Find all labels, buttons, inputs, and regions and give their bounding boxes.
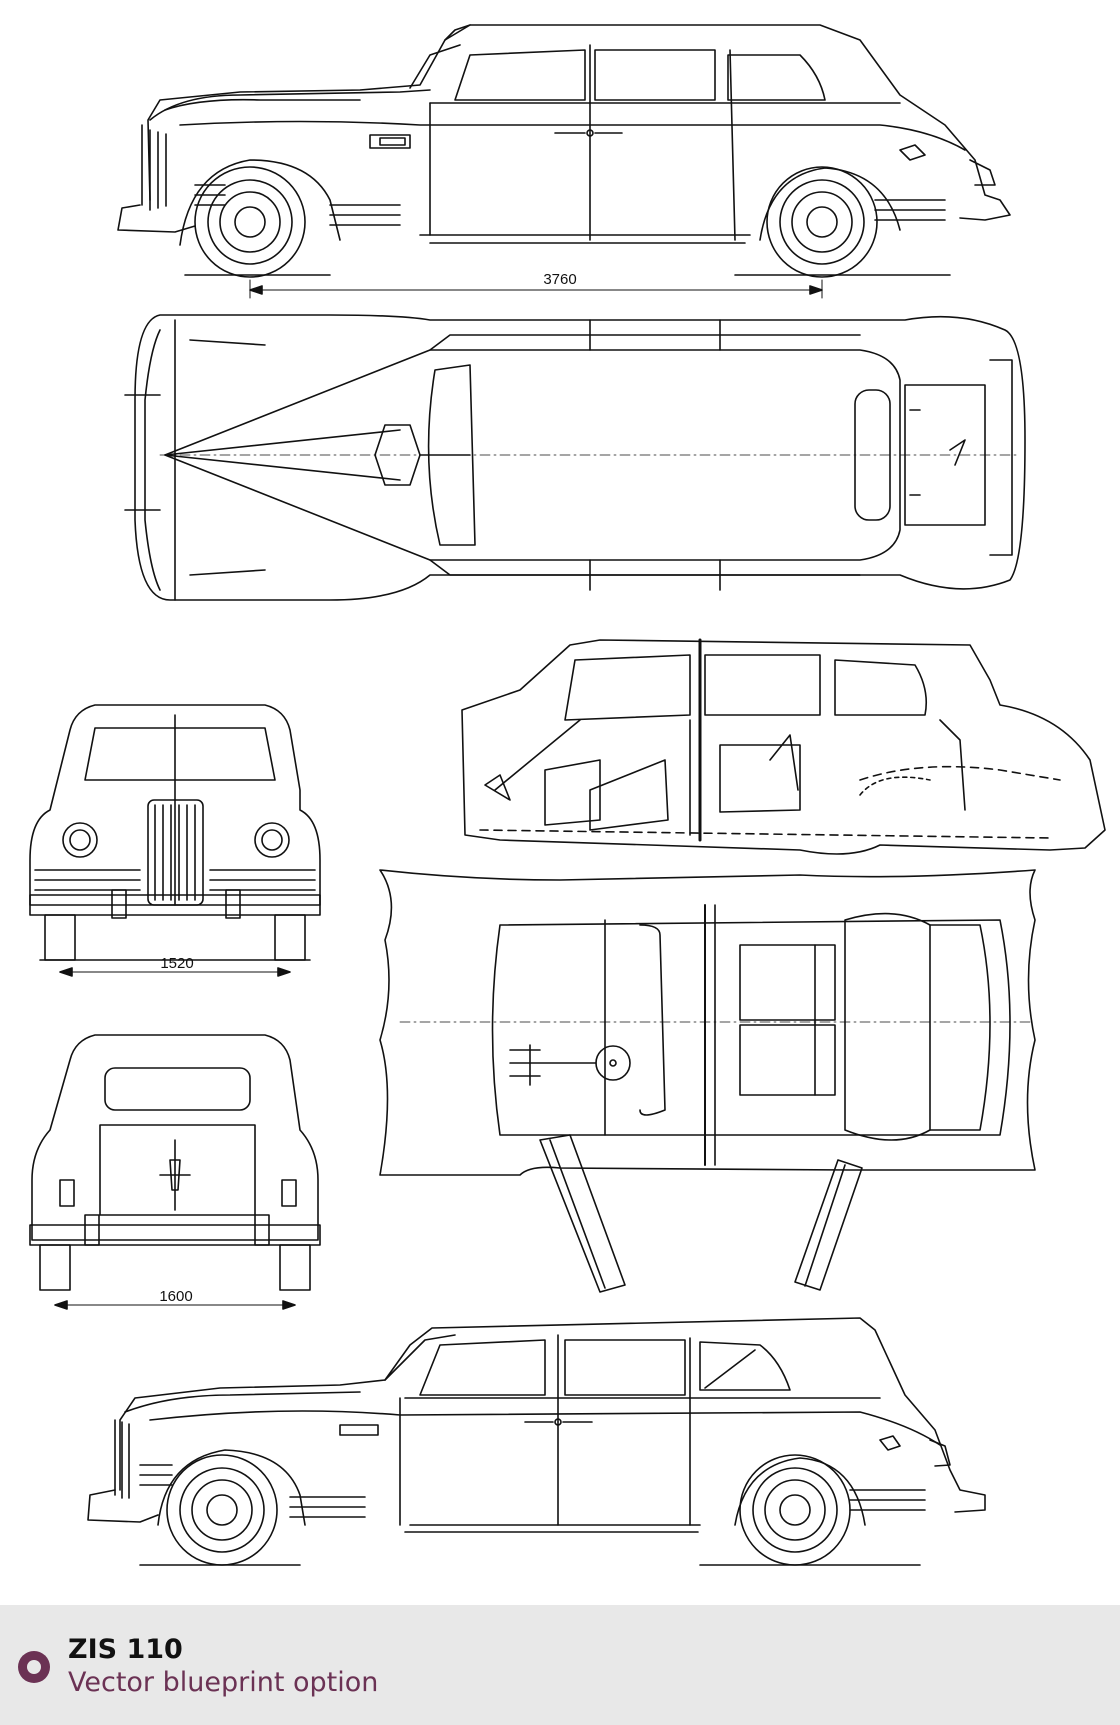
rear-track-dimension-label: 1600: [159, 1288, 192, 1305]
cutaway-interior-view: [461, 638, 1106, 855]
ring-icon: [18, 1651, 50, 1683]
side-view-bottom: [87, 1317, 986, 1566]
top-view: [124, 314, 1026, 601]
caption-bar: ZIS 110 Vector blueprint option: [0, 1605, 1120, 1725]
rear-view: [29, 1034, 321, 1310]
front-view: [29, 704, 321, 977]
car-blueprint-drawing: 3760: [29, 24, 1106, 1566]
floor-plan-view: [379, 869, 1036, 1293]
front-track-dimension-label: 1520: [160, 955, 193, 972]
caption-subtitle[interactable]: Vector blueprint option: [68, 1667, 379, 1698]
wheelbase-dimension-label: 3760: [543, 271, 576, 288]
caption-title: ZIS 110: [68, 1634, 183, 1665]
side-view-top: [117, 24, 1011, 299]
